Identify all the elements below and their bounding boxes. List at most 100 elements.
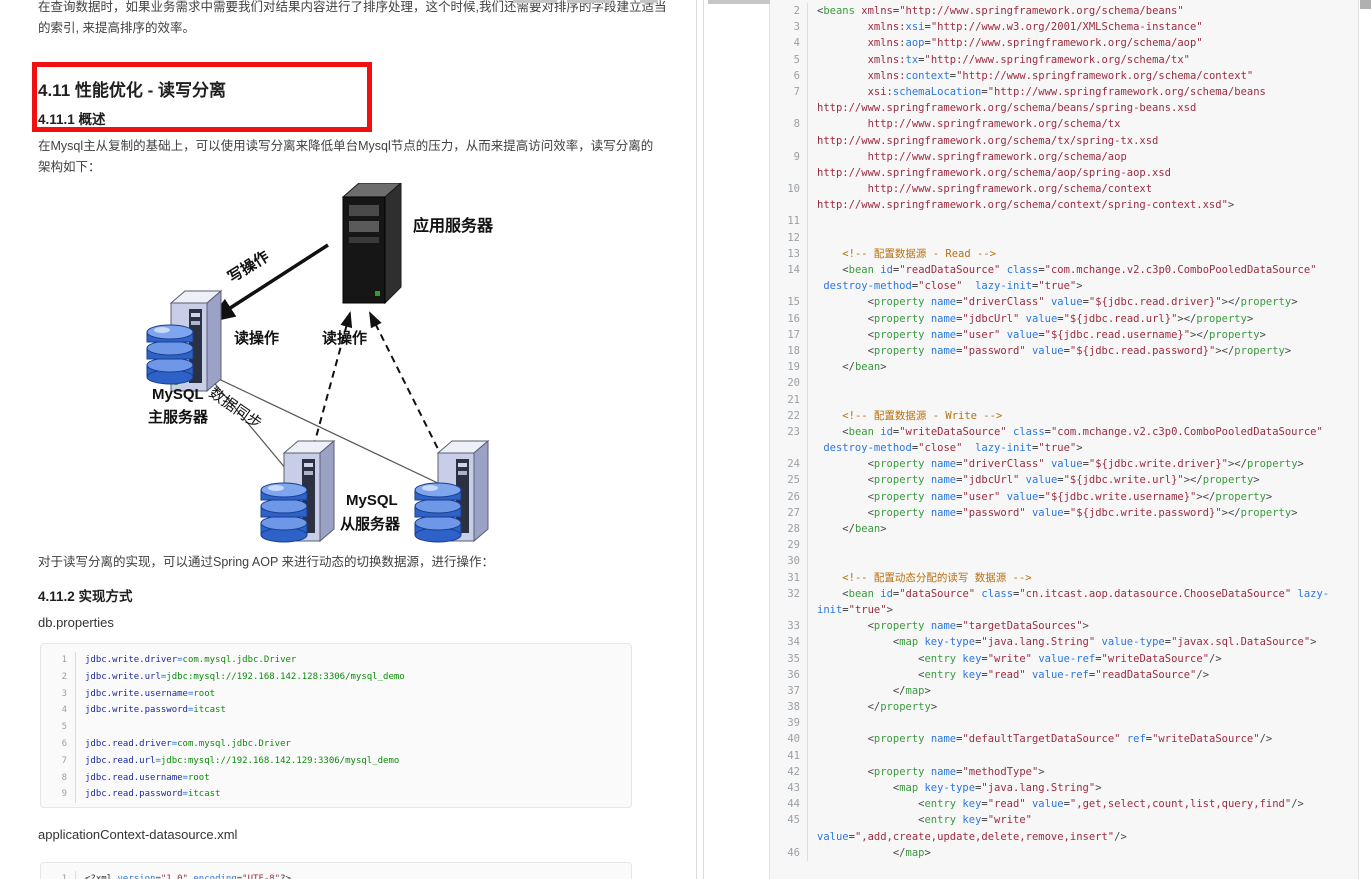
code-block-db-properties: 1 jdbc.write.driver=com.mysql.jdbc.Driver… (40, 643, 632, 808)
code-text: xmlns:tx="http://www.springframework.org… (867, 53, 1191, 66)
code-line: 41 (770, 747, 1358, 764)
code-line: 4 xmlns:aop="http://www.springframework.… (770, 35, 1358, 52)
line-number: 30 (770, 553, 808, 570)
code-text: value=",add,create,update,delete,remove,… (817, 830, 1127, 843)
line-number: 5 (770, 51, 808, 68)
line-number: 46 (770, 844, 808, 861)
code-line: 11 (770, 213, 1358, 230)
code-text: http://www.springframework.org/schema/be… (817, 102, 1197, 115)
line-number: 2 (770, 3, 808, 20)
slave-db-right-icon (414, 482, 462, 543)
line-number: 4 (41, 702, 76, 720)
line-number: 8 (41, 769, 76, 787)
code-line: 21 (770, 391, 1358, 408)
chrome-fragment (708, 0, 770, 4)
line-number: 19 (770, 359, 808, 376)
code-text: <map key-type="java.lang.String" value-t… (892, 636, 1317, 649)
line-number: 8 (770, 116, 808, 133)
line-number (770, 132, 808, 149)
code-line: 5 xmlns:tx="http://www.springframework.o… (770, 51, 1358, 68)
line-number: 38 (770, 699, 808, 716)
code-text: <property name="jdbcUrl" value="${jdbc.w… (867, 474, 1260, 487)
code-line: 14 <bean id="readDataSource" class="com.… (770, 262, 1358, 279)
code-text (808, 213, 817, 229)
code-line: 45 <entry key="write" (770, 812, 1358, 829)
code-line: 13 <!-- 配置数据源 - Read --> (770, 245, 1358, 262)
line-number: 45 (770, 812, 808, 829)
app-server-icon (342, 183, 402, 304)
code-line: 37 </map> (770, 682, 1358, 700)
line-number: 3 (41, 685, 76, 703)
line-number: 1 (41, 871, 76, 879)
code-text (808, 392, 817, 408)
code-line: init="true"> (770, 601, 1358, 619)
file-label-app-context: applicationContext-datasource.xml (38, 827, 238, 842)
code-text: <property name="password" value="${jdbc.… (867, 506, 1298, 519)
line-number: 6 (41, 735, 76, 753)
code-line: 15 <property name="driverClass" value="$… (770, 294, 1358, 311)
code-text: <map key-type="java.lang.String"> (892, 782, 1102, 794)
scrollbar-thumb[interactable] (1360, 0, 1371, 9)
line-number: 1 (41, 652, 76, 669)
chrome-fragment (567, 0, 610, 3)
code-line: 40 <property name="defaultTargetDataSour… (770, 731, 1358, 748)
subsection-heading-impl: 4.11.2 实现方式 (38, 589, 133, 604)
code-text: http://www.springframework.org/schema/ao… (867, 150, 1127, 163)
code-text: <!-- 配置数据源 - Read --> (842, 247, 996, 260)
code-line: 27 <property name="password" value="${jd… (770, 504, 1358, 521)
code-text: jdbc.read.url=jdbc:mysql://192.168.142.1… (85, 755, 400, 766)
line-number: 5 (41, 719, 76, 736)
line-number (770, 164, 808, 182)
rw-split-architecture-diagram: 应用服务器 写操作 读操作 读操作 数据同步 MySQL 主服务器 MySQL … (146, 183, 494, 543)
line-number: 12 (770, 229, 808, 246)
code-text: <property name="user" value="${jdbc.read… (867, 328, 1266, 341)
code-line: 25 <property name="jdbcUrl" value="${jdb… (770, 472, 1358, 489)
code-text: <bean id="dataSource" class="cn.itcast.a… (842, 587, 1330, 600)
code-block-app-context-full: 2 <beans xmlns="http://www.springframewor… (769, 0, 1359, 879)
chrome-fragment (640, 0, 658, 3)
right-code-pane: 2 <beans xmlns="http://www.springframewor… (703, 0, 1371, 879)
code-text: <property name="password" value="${jdbc.… (867, 344, 1292, 357)
code-line: 44 <entry key="read" value=",get,select,… (770, 796, 1358, 813)
code-text: <entry key="read" value=",get,select,cou… (918, 798, 1304, 811)
line-number: 39 (770, 715, 808, 732)
line-number: 20 (770, 375, 808, 392)
code-line: 17 <property name="user" value="${jdbc.r… (770, 326, 1358, 343)
code-line: 19 </bean> (770, 359, 1358, 376)
code-text: <beans xmlns="http://www.springframework… (817, 5, 1184, 17)
line-number: 42 (770, 763, 808, 780)
master-label-line1: MySQL (152, 386, 204, 403)
code-text: <?xml version="1.0" encoding="UTF-8"?> (85, 874, 291, 879)
line-number: 13 (770, 245, 808, 262)
code-line: 28 </bean> (770, 521, 1358, 538)
code-line: 6 xmlns:context="http://www.springframew… (770, 67, 1358, 84)
line-number: 18 (770, 342, 808, 360)
write-op-label: 写操作 (224, 247, 272, 286)
line-number: 25 (770, 472, 808, 489)
code-block-app-context-preview: 1 <?xml version="1.0" encoding="UTF-8"?> (40, 862, 632, 879)
code-text: xsi:schemaLocation="http://www.springfra… (867, 85, 1266, 98)
code-line: 35 <entry key="write" value-ref="writeDa… (770, 650, 1358, 667)
code-line: 33 <property name="targetDataSources"> (770, 618, 1358, 635)
code-text: jdbc.write.username=root (85, 688, 216, 699)
code-text: <property name="user" value="${jdbc.writ… (867, 490, 1273, 503)
line-number: 32 (770, 585, 808, 602)
code-line: 22 <!-- 配置数据源 - Write --> (770, 407, 1358, 424)
code-text: jdbc.read.username=root (85, 772, 210, 783)
slave-label-line2: 从服务器 (340, 515, 401, 533)
line-number: 31 (770, 569, 808, 586)
code-line: 32 <bean id="dataSource" class="cn.itcas… (770, 585, 1358, 602)
line-number: 33 (770, 618, 808, 635)
code-line: 42 <property name="methodType"> (770, 763, 1358, 780)
code-line: http://www.springframework.org/schema/tx… (770, 132, 1358, 149)
code-line: 10 http://www.springframework.org/schema… (770, 181, 1358, 198)
intro-paragraph-line2: 的索引, 来提高排序的效率。 (38, 21, 195, 35)
arch-paragraph-line1: 在Mysql主从复制的基础上，可以使用读写分离来降低单台Mysql节点的压力，从… (38, 139, 654, 153)
chrome-fragment (513, 0, 557, 3)
code-text: jdbc.write.driver=com.mysql.jdbc.Driver (85, 655, 297, 665)
code-line: 34 <map key-type="java.lang.String" valu… (770, 634, 1358, 651)
line-number: 17 (770, 326, 808, 343)
